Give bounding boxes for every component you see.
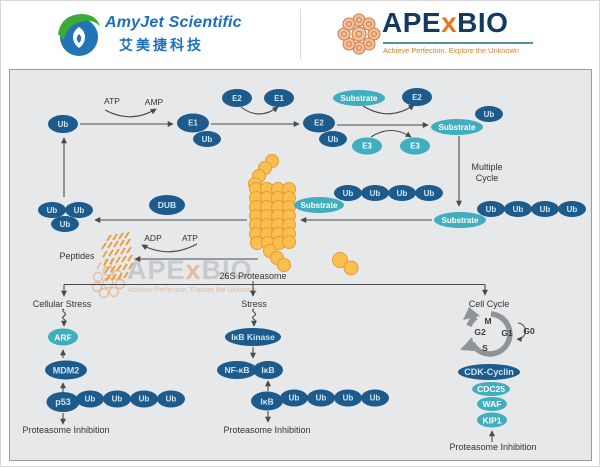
node-e2: E2 <box>222 89 252 107</box>
label-phase-s: S <box>482 343 488 353</box>
label-cycle: Cycle <box>475 173 499 183</box>
node-ub: Ub <box>51 216 79 232</box>
amyjet-logo-icon <box>58 14 100 56</box>
node-substrate: Substrate <box>333 90 385 106</box>
label-phase-g2: G2 <box>474 327 486 337</box>
node-ikb: IκB <box>251 391 283 411</box>
node-kip1: KIP1 <box>477 412 507 428</box>
node-ub: Ub <box>130 390 158 408</box>
node-waf: WAF <box>477 397 507 411</box>
node-ub: Ub <box>531 201 559 217</box>
node-ub: Ub <box>103 390 131 408</box>
node-ub: Ub <box>558 201 586 217</box>
node-ub: Ub <box>157 390 185 408</box>
node-ub: Ub <box>307 389 335 407</box>
node-ub: Ub <box>193 131 221 147</box>
watermark-brand: APExBIO <box>127 255 253 286</box>
apexbio-logo <box>334 9 564 63</box>
node-arf: ARF <box>48 328 78 346</box>
node-substrate: Substrate <box>431 119 483 135</box>
node-e1: E1 <box>177 113 209 133</box>
node-e2: E2 <box>303 113 335 133</box>
label-adp: ADP <box>144 233 162 243</box>
label-peptides: Peptides <box>59 251 95 261</box>
node-e1: E1 <box>264 89 294 107</box>
amyjet-subtitle: 艾美捷科技 <box>119 37 204 53</box>
header: AmyJet Scientific 艾美捷科技 APExBIO Achieve … <box>1 1 599 68</box>
apexbio-rule <box>383 42 533 44</box>
node-ub: Ub <box>475 106 503 122</box>
label-stress: Stress <box>241 299 267 309</box>
apexbio-flower-icon <box>337 13 381 55</box>
node-cdk-cyclin: CDK-Cyclin <box>458 364 520 380</box>
node-substrate: Substrate <box>294 197 344 213</box>
watermark-part1: APE <box>127 255 186 285</box>
apex-part3: BIO <box>457 7 509 38</box>
label-phase-g1: G1 <box>501 328 513 338</box>
label-phase-m: M <box>484 316 492 326</box>
watermark-part3: BIO <box>201 255 253 285</box>
label-proteasome-inhibition-right: Proteasome Inhibition <box>449 442 537 452</box>
node-ub: Ub <box>361 185 389 201</box>
node-ub: Ub <box>280 389 308 407</box>
node-ub: Ub <box>388 185 416 201</box>
amyjet-icon-green-swoosh <box>58 14 100 40</box>
node-ub: Ub <box>504 201 532 217</box>
label-proteasome-inhibition-middle: Proteasome Inhibition <box>223 425 311 435</box>
label-atp2: ATP <box>182 233 198 243</box>
node-nf-kb: NF-κB <box>217 361 257 379</box>
label-26s-proteasome: 26S Proteasome <box>219 271 287 281</box>
apexbio-tagline: Achieve Perfection. Explore the Unknown <box>383 46 519 55</box>
apex-part1: APE <box>382 7 442 38</box>
node-e3: E3 <box>352 137 382 155</box>
node-cdc25: CDC25 <box>472 382 510 396</box>
node-ub: Ub <box>319 131 347 147</box>
node-ub: Ub <box>48 115 78 133</box>
node-mdm2: MDM2 <box>45 360 87 380</box>
label-phase-g0: G0 <box>523 326 535 336</box>
watermark-part2: x <box>185 255 202 285</box>
node-ikb-kinase: IκB Kinase <box>225 328 281 346</box>
amyjet-icon-tulip <box>73 27 85 48</box>
node-ub: Ub <box>477 201 505 217</box>
node-ub: Ub <box>334 389 362 407</box>
label-atp: ATP <box>104 96 120 106</box>
label-cell-cycle: Cell Cycle <box>468 299 510 309</box>
node-e2: E2 <box>402 88 432 106</box>
apex-part2: x <box>441 7 458 38</box>
label-cellular-stress: Cellular Stress <box>32 299 92 309</box>
watermark-tagline: Achieve Perfection, Explore the Unknown <box>128 287 257 294</box>
node-substrate: Substrate <box>434 212 486 228</box>
node-p53: p53 <box>46 392 80 412</box>
node-ub: Ub <box>65 202 93 218</box>
node-ikb: IκB <box>253 361 283 379</box>
label-amp: AMP <box>144 97 164 107</box>
node-ub: Ub <box>361 389 389 407</box>
header-divider <box>300 9 301 59</box>
label-proteasome-inhibition-left: Proteasome Inhibition <box>22 425 110 435</box>
amyjet-icon-blue-ball <box>60 18 98 56</box>
node-dub: DUB <box>149 195 185 215</box>
node-ub: Ub <box>415 185 443 201</box>
apexbio-name: APExBIO <box>382 7 508 39</box>
amyjet-name: AmyJet Scientific <box>105 14 242 31</box>
node-ub: Ub <box>76 390 104 408</box>
node-ub: Ub <box>334 185 362 201</box>
node-ub: Ub <box>38 202 66 218</box>
node-e3: E3 <box>400 137 430 155</box>
label-multiple: Multiple <box>471 162 503 172</box>
